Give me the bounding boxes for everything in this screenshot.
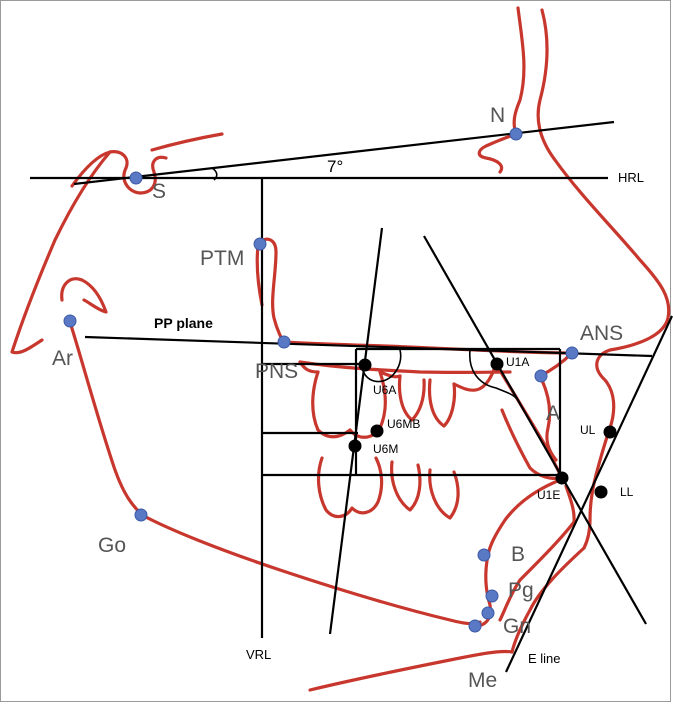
frontal-nasal (512, 6, 526, 136)
label-u6a: U6A (373, 383, 396, 397)
e-line (505, 315, 673, 673)
label-me: Me (468, 669, 497, 692)
label-ll: LL (620, 485, 634, 499)
label-pns: PNS (255, 360, 298, 383)
pg-point (485, 589, 499, 603)
sella-turcica (70, 150, 168, 195)
lower-molar (316, 456, 384, 519)
u1e-point (555, 471, 569, 485)
b-point (477, 548, 491, 562)
go-point (134, 508, 148, 522)
ans-point (565, 346, 579, 360)
palate-lower (298, 360, 512, 375)
angle-arc (211, 167, 218, 181)
molar-axis-line (328, 227, 384, 635)
label-pp-plane: PP plane (154, 315, 213, 331)
ll-point (594, 485, 608, 499)
lower-incisor (486, 478, 562, 557)
sn-line (73, 120, 615, 186)
dental-points (348, 357, 617, 499)
premolars (397, 374, 457, 428)
me-point (468, 619, 482, 633)
label-s: S (152, 180, 166, 203)
n-point (509, 127, 523, 141)
label-u1a: U1A (506, 355, 529, 369)
label-angle: 7° (327, 157, 343, 176)
u1a-angle-arc (469, 349, 517, 399)
mandible-border (68, 320, 482, 626)
submental (308, 649, 514, 692)
label-ar: Ar (52, 347, 73, 370)
u1a-point (490, 357, 504, 371)
label-b: B (511, 543, 525, 566)
ar-point (63, 314, 77, 328)
gn-point (481, 606, 495, 620)
u6m-point (348, 439, 362, 453)
label-gn: Gn (503, 615, 531, 638)
label-pg: Pg (508, 579, 534, 602)
pns-point (277, 335, 291, 349)
maxilla-front (538, 351, 574, 462)
lower-premolars (390, 460, 460, 520)
label-u6m: U6M (373, 442, 398, 456)
lower-lip-chin-soft (510, 546, 586, 654)
ul-point (603, 425, 617, 439)
landmark-points (63, 127, 579, 633)
condyle (60, 277, 108, 314)
a-point (534, 369, 548, 383)
ptm-point (253, 237, 267, 251)
label-ul: UL (580, 423, 596, 437)
anatomical-tracing (10, 6, 671, 692)
label-go: Go (98, 534, 126, 557)
u6a-angle-arc (361, 349, 402, 383)
symphysis-front (498, 520, 576, 622)
label-u1e: U1E (537, 488, 560, 502)
label-hrl: HRL (618, 170, 644, 185)
posterior-cranium (10, 150, 112, 355)
symphysis (476, 553, 493, 628)
label-a: A (546, 402, 560, 425)
dental-labels: U6A U6MB U6M U1A U1E UL LL (373, 355, 634, 502)
cranial-base-arc (150, 132, 224, 152)
ptm-fossa (258, 237, 286, 344)
landmark-labels: N S PTM Ar PNS ANS A Go B Pg Gn Me (52, 104, 623, 692)
nasal-bone (477, 132, 518, 174)
u6a-point (358, 358, 372, 372)
label-n: N (490, 104, 505, 127)
incisor-axis-line (423, 235, 647, 625)
line-labels: HRL VRL PP plane E line 7° (154, 157, 644, 666)
lower-incisor-labial (564, 484, 576, 524)
upper-molar (311, 370, 387, 439)
label-vrl: VRL (246, 647, 271, 662)
reference-lines (30, 120, 673, 673)
s-point (129, 171, 143, 185)
label-ans: ANS (580, 322, 623, 345)
u6mb-point (370, 424, 384, 438)
pp-plane-line (84, 335, 653, 358)
label-ptm: PTM (200, 247, 244, 270)
label-u6mb: U6MB (387, 417, 420, 431)
label-e-line: E line (528, 651, 561, 666)
